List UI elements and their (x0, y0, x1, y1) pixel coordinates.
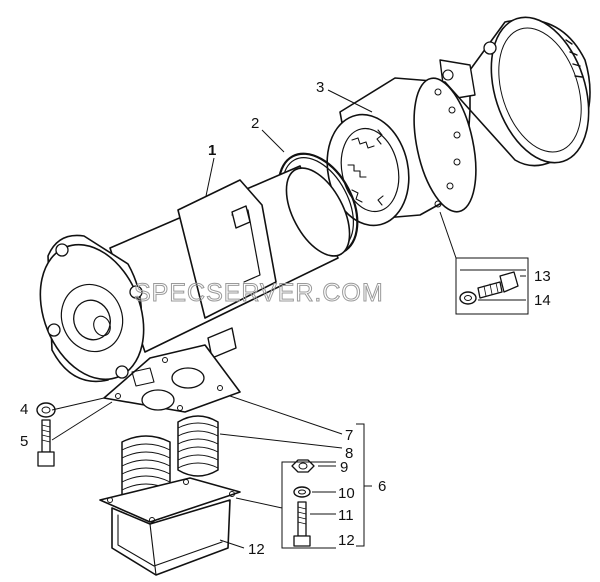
nut-9 (291, 459, 315, 473)
spline-teeth (347, 129, 384, 206)
callout-6: 6 (378, 478, 386, 495)
center-collar (177, 179, 277, 319)
cap-bolt-head (129, 285, 143, 299)
washer-10 (293, 486, 311, 498)
callout-labels: 1 2 3 4 5 6 7 8 9 10 11 12 12 13 14 (20, 79, 551, 558)
callout-8: 8 (345, 445, 353, 462)
gear-teeth (565, 39, 583, 78)
cap-bolt-head (47, 323, 61, 337)
cap-bolt-head (55, 243, 69, 257)
callout-11: 11 (338, 507, 354, 524)
lower-base-box (99, 477, 241, 576)
flange-bolt-ring (434, 88, 461, 208)
callout-9: 9 (340, 459, 348, 476)
spring-coil-right (177, 415, 219, 477)
callout-14: 14 (534, 292, 551, 309)
bolt-13 (477, 271, 519, 299)
callout-10: 10 (338, 485, 355, 502)
cap-bolt-head (115, 365, 129, 379)
flange-bolt-head (483, 41, 497, 55)
callout-5: 5 (20, 433, 28, 450)
callout-4: 4 (20, 401, 28, 418)
callout-12-fastener: 12 (338, 532, 355, 549)
main-cylinder-body (39, 165, 351, 383)
washer-4 (36, 402, 56, 418)
collar-lug (231, 205, 251, 229)
callout-12-base: 12 (248, 541, 265, 558)
watermark-text: SPECSERVER.COM (134, 279, 384, 307)
callout-2: 2 (251, 115, 259, 132)
callout-3: 3 (316, 79, 324, 96)
leader-lines (51, 89, 529, 549)
shaft-boss (73, 299, 111, 341)
callout-7: 7 (345, 427, 353, 444)
callout-13: 13 (534, 268, 551, 285)
washer-14 (459, 291, 477, 305)
callout-1: 1 (208, 142, 216, 159)
upper-gasket (103, 344, 241, 413)
bolt-11 (293, 501, 311, 547)
bolt-5 (37, 419, 55, 467)
